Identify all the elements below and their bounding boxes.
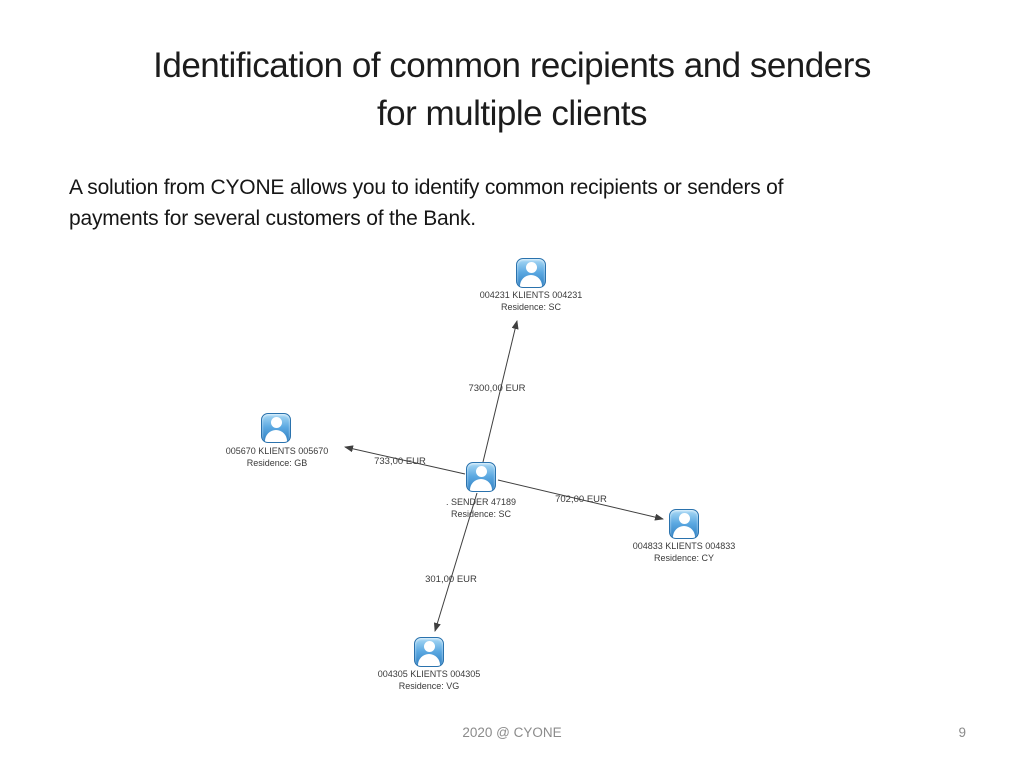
person-icon-head	[271, 417, 282, 428]
person-icon	[261, 413, 291, 443]
client-name: 004833 KLIENTS 004833	[632, 541, 736, 551]
person-icon-head	[679, 513, 690, 524]
client-name: 004305 KLIENTS 004305	[377, 669, 481, 679]
client-node-label-top: 004231 KLIENTS 004231 Residence: SC	[446, 289, 616, 313]
payment-amount-label: 7300,00 EUR	[468, 383, 526, 394]
client-name: 004231 KLIENTS 004231	[479, 290, 583, 300]
person-icon-head	[476, 466, 487, 477]
client-residence: Residence: SC	[500, 302, 562, 312]
slide-page-number: 9	[958, 725, 966, 740]
client-node-label-right: 004833 KLIENTS 004833 Residence: CY	[599, 540, 769, 564]
slide-title-line1: Identification of common recipients and …	[153, 46, 871, 85]
intro-paragraph: A solution from CYONE allows you to iden…	[69, 172, 949, 234]
slide-title-line2: for multiple clients	[376, 94, 648, 133]
person-icon	[516, 258, 546, 288]
client-node-label-left: 005670 KLIENTS 005670 Residence: GB	[192, 445, 362, 469]
person-icon-torso	[673, 526, 695, 538]
person-icon-head	[526, 262, 537, 273]
sender-residence: Residence: SC	[450, 509, 512, 519]
slide-title: Identification of common recipients and …	[0, 42, 1024, 138]
person-icon	[466, 462, 496, 492]
person-icon	[414, 637, 444, 667]
person-icon-torso	[265, 430, 287, 442]
client-name: 005670 KLIENTS 005670	[225, 446, 329, 456]
client-residence: Residence: GB	[246, 458, 308, 468]
person-icon-head	[424, 641, 435, 652]
sender-name: . SENDER 47189	[445, 497, 517, 507]
client-node-label-bottom: 004305 KLIENTS 004305 Residence: VG	[344, 668, 514, 692]
person-icon-torso	[520, 275, 542, 287]
sender-node-label: . SENDER 47189 Residence: SC	[396, 496, 566, 520]
person-icon-torso	[418, 654, 440, 666]
payment-amount-label: 301,00 EUR	[425, 574, 477, 585]
payment-amount-label: 733,00 EUR	[374, 456, 426, 467]
intro-line1: A solution from CYONE allows you to iden…	[69, 176, 784, 199]
intro-line2: payments for several customers of the Ba…	[69, 207, 476, 230]
person-icon	[669, 509, 699, 539]
payment-amount-label: 702,00 EUR	[555, 494, 607, 505]
slide-footer: 2020 @ CYONE	[462, 725, 562, 740]
client-residence: Residence: CY	[653, 553, 715, 563]
client-residence: Residence: VG	[398, 681, 460, 691]
person-icon-torso	[470, 479, 492, 491]
